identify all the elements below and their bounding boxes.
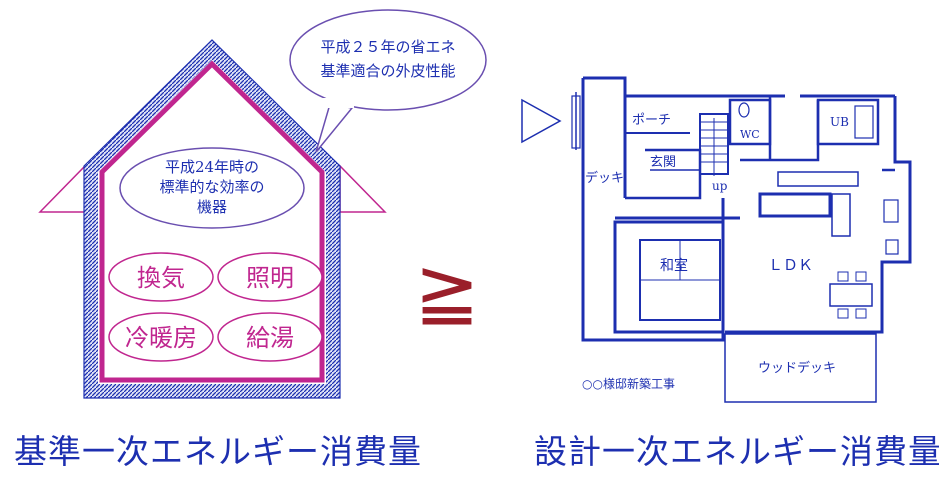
hot-water-label: 給湯	[246, 324, 294, 352]
lighting-oval	[217, 252, 323, 302]
entrance-label: 玄関	[650, 155, 676, 170]
deck-label: デッキ	[585, 170, 624, 186]
outer-wall-west	[581, 78, 610, 342]
greater-equal-symbol: ≧	[414, 247, 479, 337]
wood-deck	[724, 333, 877, 403]
envelope-callout-tail	[315, 103, 354, 153]
equipment-callout-line-1: 平成24年時の	[165, 158, 259, 176]
roof-eave-right	[339, 164, 387, 213]
heating-cooling-oval	[108, 312, 214, 362]
lighting-label: 照明	[246, 264, 294, 292]
envelope-callout-bubble	[289, 9, 487, 111]
bath-room	[816, 98, 880, 146]
bath-label: UB	[830, 115, 849, 129]
design-energy-caption: 設計一次エネルギー消費量	[534, 432, 939, 471]
toilet-label: WC	[740, 128, 760, 141]
hot-water-oval	[217, 312, 323, 362]
floor-plan-labels: ポーチ WC UB デッキ 玄関 up 和室 ＬＤＫ ウッドデッキ ○○様邸新築…	[582, 113, 849, 391]
envelope-outline	[83, 39, 341, 399]
envelope-callout-seam	[322, 98, 354, 108]
equipment-callout-line-3: 機器	[197, 198, 227, 216]
reference-house: 平成24年時の 標準的な効率の 機器 換気 照明 冷暖房 給湯 平成２５年の省エ…	[38, 9, 487, 399]
side-appliance	[885, 239, 899, 255]
side-cabinet	[883, 199, 899, 223]
outer-wall-east	[876, 96, 912, 334]
entry-arrow-icon	[521, 98, 562, 144]
porch-label: ポーチ	[632, 113, 671, 128]
ge-symbol: ≧	[414, 247, 479, 337]
ldk-label: ＬＤＫ	[768, 256, 813, 274]
fridge	[831, 193, 851, 237]
reference-energy-caption: 基準一次エネルギー消費量	[14, 432, 422, 471]
floor-plan	[521, 76, 912, 403]
chair-3	[837, 308, 849, 319]
japanese-room-label: 和室	[660, 257, 688, 274]
japanese-room	[613, 220, 725, 334]
envelope-callout-line-1: 平成２５年の省エネ	[320, 38, 455, 56]
kitchen-counter	[777, 171, 859, 187]
kitchen-island	[758, 192, 832, 218]
heating-cooling-label: 冷暖房	[125, 324, 197, 352]
bathtub	[854, 105, 874, 139]
chair-1	[837, 271, 849, 282]
ventilation-oval	[108, 252, 214, 302]
dining-table	[829, 283, 873, 307]
chair-4	[855, 308, 867, 319]
envelope-callout-line-2: 基準適合の外皮性能	[320, 62, 455, 80]
stairs-up-label: up	[712, 179, 728, 193]
deck-post	[571, 95, 581, 149]
house-name-label: ○○様邸新築工事	[582, 376, 675, 391]
equipment-callout-bubble	[119, 147, 305, 229]
chair-2	[855, 271, 867, 282]
ventilation-label: 換気	[137, 264, 185, 292]
wood-deck-label: ウッドデッキ	[758, 360, 836, 376]
toilet-bowl	[738, 102, 750, 118]
equipment-callout-line-2: 標準的な効率の	[159, 178, 264, 196]
roof-eave-left	[38, 164, 86, 213]
outer-wall-north	[583, 76, 785, 98]
